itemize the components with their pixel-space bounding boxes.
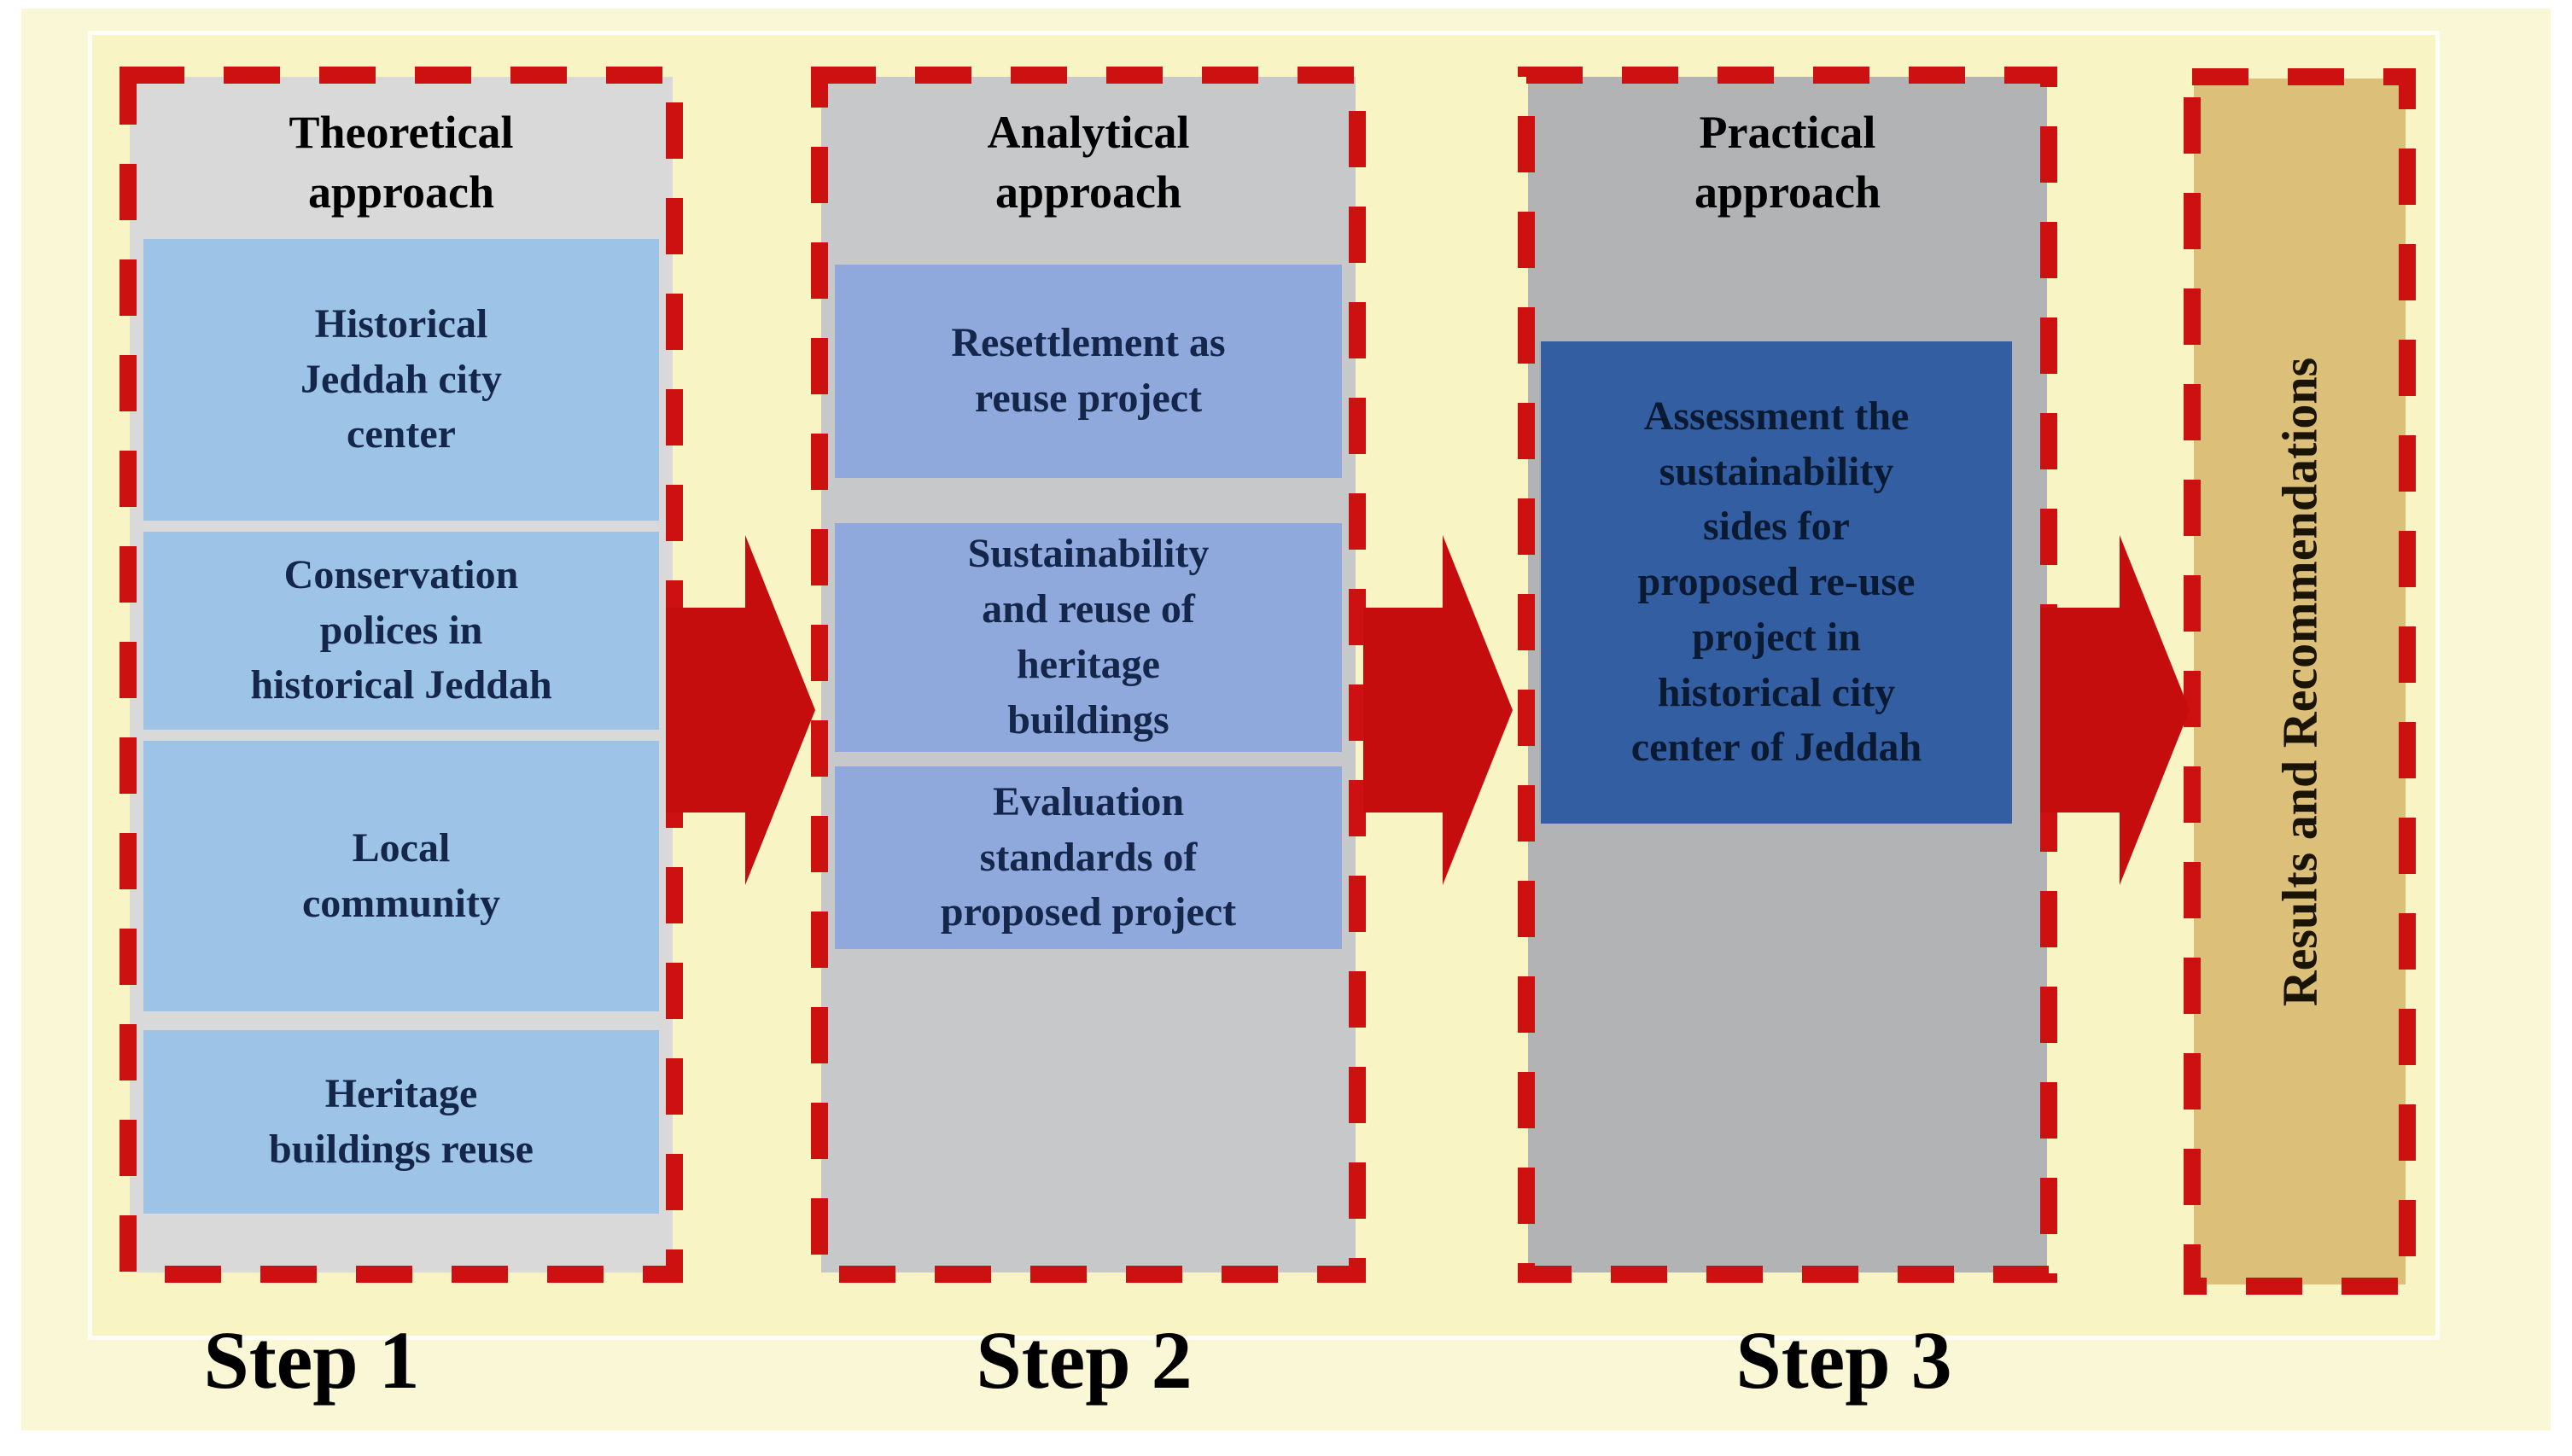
topic-box: Historical Jeddah city center bbox=[143, 239, 659, 521]
results-panel: Results and Recommendations bbox=[2184, 68, 2416, 1295]
step2-label: Step 2 bbox=[976, 1314, 1193, 1406]
topic-box: Evaluation standards of proposed project bbox=[835, 766, 1342, 949]
topic-box: Resettlement as reuse project bbox=[835, 265, 1342, 478]
step1-panel: Theoretical approach Historical Jeddah c… bbox=[120, 67, 683, 1283]
column-header: Analytical approach bbox=[987, 107, 1190, 218]
results-panel-background bbox=[2194, 79, 2406, 1284]
column-header: Practical approach bbox=[1694, 107, 1881, 218]
topic-box: Conservation polices in historical Jedda… bbox=[143, 532, 659, 730]
topic-box: Sustainability and reuse of heritage bui… bbox=[835, 523, 1342, 752]
topic-box: Heritage buildings reuse bbox=[143, 1030, 659, 1214]
dashed-border bbox=[120, 67, 683, 1283]
dashed-border bbox=[2184, 68, 2416, 1295]
topic-box: Local community bbox=[143, 741, 659, 1011]
assessment-box: Assessment the sustainability sides for … bbox=[1541, 341, 2012, 824]
step1-label: Step 1 bbox=[203, 1314, 420, 1406]
flow-arrow-icon bbox=[666, 535, 815, 885]
flow-arrow-icon bbox=[2040, 535, 2190, 885]
dashed-border bbox=[811, 67, 1366, 1283]
step3-label: Step 3 bbox=[1735, 1314, 1952, 1406]
step2-panel: Analytical approach Resettlement as reus… bbox=[811, 67, 1366, 1283]
column-header: Theoretical approach bbox=[289, 107, 514, 218]
results-label: Results and Recommendations bbox=[2272, 357, 2328, 1006]
flow-arrow-icon bbox=[1363, 535, 1513, 885]
step3-panel: Practical approach Assessment the sustai… bbox=[1518, 67, 2057, 1283]
